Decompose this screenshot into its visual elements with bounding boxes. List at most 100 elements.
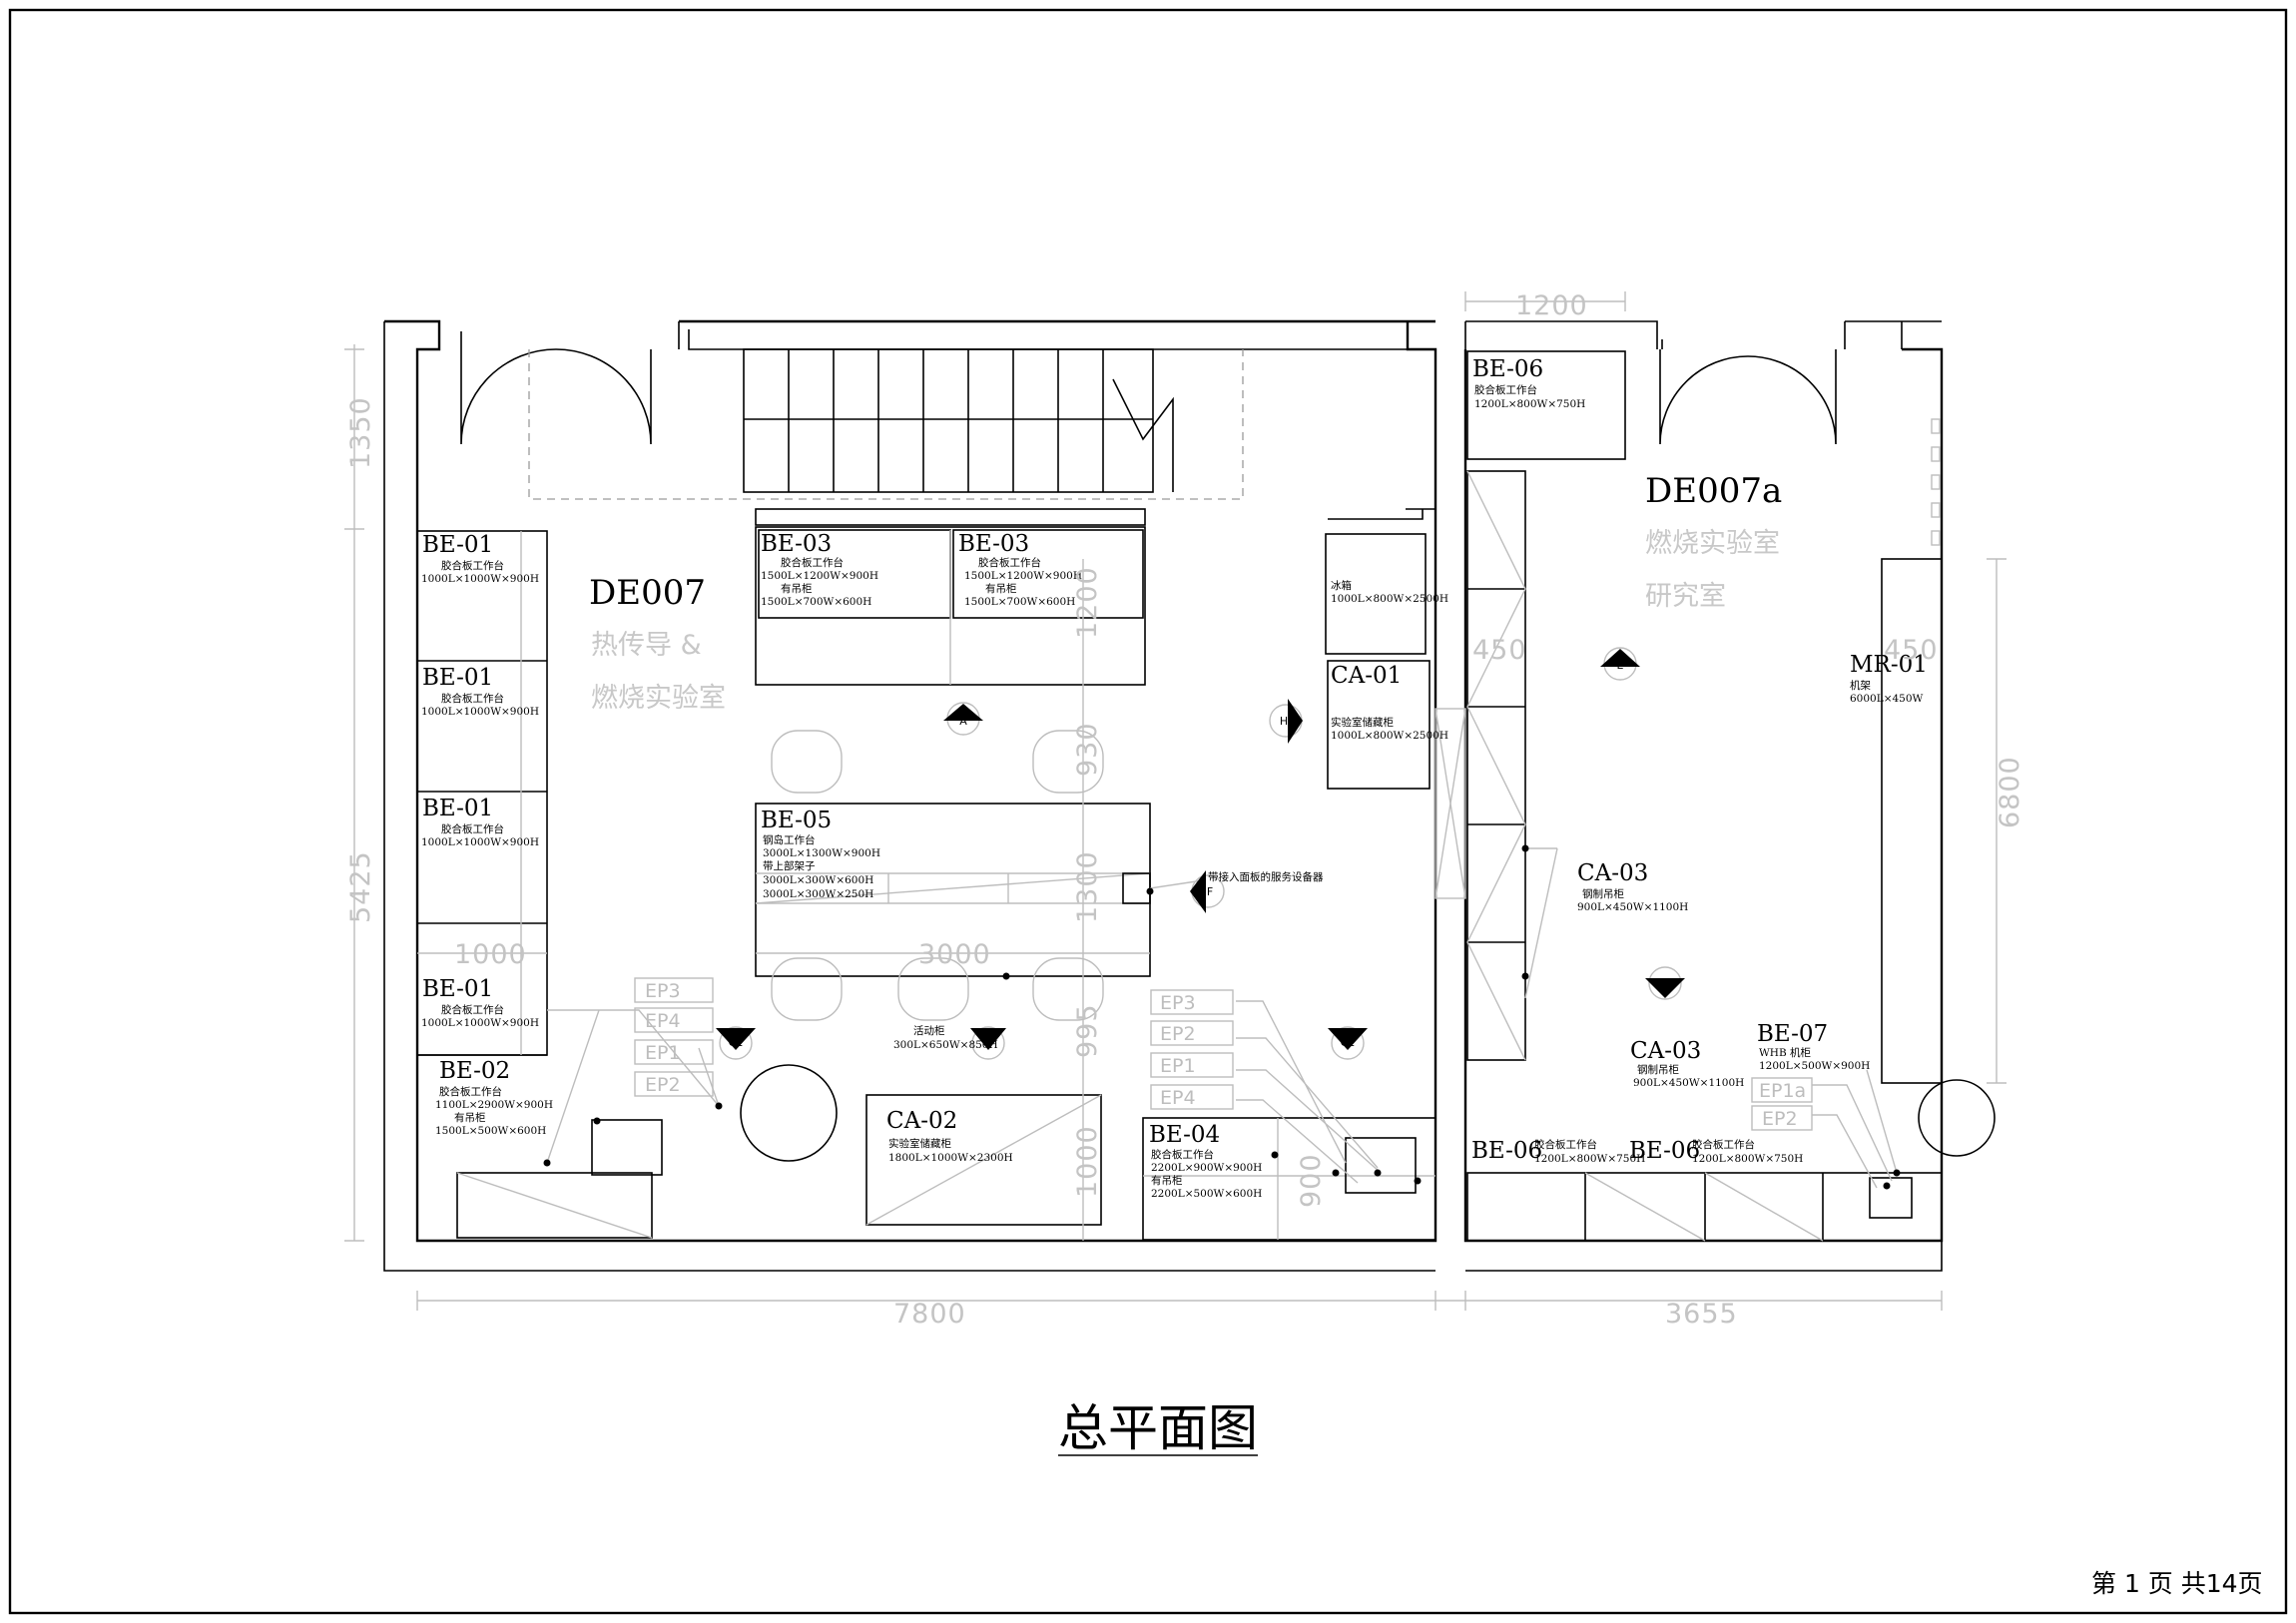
dimension-label: 1200 — [1515, 290, 1588, 321]
svg-text:EP3: EP3 — [1160, 992, 1196, 1014]
equipment-tag: BE-01 — [422, 976, 493, 1002]
equipment-spec: 1200L×800W×750H — [1692, 1153, 1803, 1165]
svg-text:EP1a: EP1a — [1759, 1080, 1806, 1102]
equipment-desc: 胶合板工作台 — [439, 1085, 502, 1098]
svg-text:EP1: EP1 — [645, 1042, 681, 1064]
chairs — [740, 730, 1104, 1162]
dimension-label: 1350 — [345, 396, 376, 469]
leader-lines — [546, 847, 1898, 1189]
equipment-tag: BE-01 — [422, 532, 493, 558]
room-code-de007a: DE007a — [1645, 471, 1782, 511]
service-note: 带接入面板的服务设备器 — [1208, 870, 1324, 883]
room-name-line: 研究室 — [1645, 581, 1726, 612]
equipment-desc: 胶合板工作台 — [781, 556, 844, 569]
right-room-furniture — [1466, 350, 1996, 1242]
dimension-label: 1200 — [1072, 566, 1103, 639]
svg-text:G: G — [984, 1036, 993, 1049]
equipment-spec: 1500L×1200W×900H — [761, 570, 878, 582]
equipment-desc: 胶合板工作台 — [978, 556, 1041, 569]
equipment-spec: 1500L×1200W×900H — [964, 570, 1082, 582]
svg-text:C1: C1 — [729, 1036, 744, 1049]
equipment-desc: 胶合板工作台 — [1474, 383, 1537, 396]
dimension-label: 3655 — [1665, 1299, 1738, 1330]
svg-text:EP4: EP4 — [645, 1010, 681, 1032]
equipment-spec: 1800L×1000W×2300H — [888, 1152, 1013, 1164]
dimension-label: 450 — [1472, 635, 1527, 666]
room-name-line: 热传导 & — [591, 630, 702, 661]
dimension-label: 995 — [1072, 1003, 1103, 1058]
view-marker-d: D — [1645, 966, 1685, 1000]
svg-text:H: H — [1280, 715, 1288, 728]
equipment-desc: 实验室储藏柜 — [888, 1137, 951, 1150]
svg-text:A: A — [959, 715, 967, 728]
equipment-tag: BE-03 — [958, 531, 1029, 557]
equipment-desc: 钢岛工作台 — [763, 833, 816, 846]
dimension-label: 900 — [1296, 1153, 1327, 1208]
view-marker-e: E — [1600, 647, 1640, 681]
ep-group-right: EP1a EP2 — [1751, 1077, 1813, 1131]
sheet-border — [8, 8, 2288, 1615]
equipment-spec: 1200L×800W×750H — [1474, 398, 1585, 410]
svg-text:EP2: EP2 — [1762, 1108, 1798, 1130]
equipment-spec: 1500L×700W×600H — [761, 596, 871, 608]
equipment-spec: 1500L×500W×600H — [435, 1125, 546, 1137]
equipment-desc: 机架 — [1850, 679, 1872, 692]
equipment-spec: 1000L×1000W×900H — [421, 573, 539, 585]
equipment-spec: 1000L×1000W×900H — [421, 836, 539, 848]
equipment-desc: WHB 机柜 — [1759, 1046, 1811, 1059]
equipment-spec: 900L×450W×1100H — [1633, 1077, 1744, 1089]
equipment-desc: 有吊柜 — [454, 1111, 486, 1124]
connection-points — [543, 844, 1901, 1190]
dimension-label: 6800 — [1995, 756, 2025, 828]
equipment-desc: 胶合板工作台 — [1692, 1138, 1755, 1151]
svg-text:EP4: EP4 — [1160, 1087, 1196, 1109]
mobile-cabinet-label: 活动柜 — [913, 1024, 945, 1037]
left-benches — [416, 530, 653, 1239]
equipment-spec: 3000L×300W×600H — [763, 874, 873, 886]
view-marker-f: F — [1190, 870, 1225, 913]
equipment-spec: 900L×450W×1100H — [1577, 901, 1688, 913]
equipment-tag: CA-03 — [1630, 1038, 1701, 1064]
fridge-label: 冰箱 — [1331, 579, 1352, 592]
equipment-tag: MR-01 — [1850, 652, 1928, 678]
equipment-desc: 胶合板工作台 — [1151, 1148, 1214, 1161]
svg-text:F: F — [1207, 885, 1213, 898]
dimension-label: 450 — [1884, 635, 1939, 666]
mobile-cabinet-spec: 300L×650W×850H — [893, 1039, 998, 1051]
equipment-tag: BE-02 — [439, 1058, 510, 1084]
view-markers: A H F G C1 C2 E D — [716, 647, 1685, 1060]
equipment-spec: 2200L×900W×900H — [1151, 1162, 1262, 1174]
dimension-label: 1300 — [1072, 850, 1103, 923]
equipment-desc: 胶合板工作台 — [1534, 1138, 1597, 1151]
dimension-label: 1000 — [1072, 1125, 1103, 1198]
fridge-and-ca01 — [1325, 508, 1466, 899]
equipment-desc: 胶合板工作台 — [441, 1003, 504, 1016]
ep-group-middle: EP3 EP2 EP1 EP4 — [1150, 989, 1234, 1110]
dimension-label: 1000 — [454, 939, 527, 970]
equipment-desc: 有吊柜 — [781, 582, 813, 595]
equipment-desc: 胶合板工作台 — [441, 692, 504, 705]
ep-group-left: EP3 EP4 EP1 EP2 — [634, 977, 714, 1097]
svg-text:E: E — [1617, 659, 1624, 672]
equipment-tag: BE-01 — [422, 665, 493, 691]
dimension-label: 930 — [1072, 722, 1103, 777]
svg-text:EP2: EP2 — [645, 1074, 681, 1096]
dimension-label: 5425 — [345, 850, 376, 923]
room-code-de007: DE007 — [589, 573, 706, 613]
room-name-line: 燃烧实验室 — [591, 683, 726, 714]
doors — [460, 348, 1837, 445]
equipment-tag: BE-06 — [1629, 1138, 1700, 1164]
equipment-desc: 实验室储藏柜 — [1331, 716, 1394, 729]
page-info: 第 1 页 共14页 — [2091, 1569, 2263, 1598]
equipment-spec: 6000L×450W — [1850, 693, 1924, 705]
equipment-spec: 1100L×2900W×900H — [435, 1099, 553, 1111]
equipment-spec: 1500L×700W×600H — [964, 596, 1075, 608]
view-marker-g: G — [970, 1026, 1006, 1060]
dimension-lines — [344, 291, 2007, 1311]
equipment-tag: BE-06 — [1471, 1138, 1542, 1164]
svg-text:EP2: EP2 — [1160, 1023, 1196, 1045]
equipment-tag: CA-03 — [1577, 860, 1648, 886]
view-marker-c2: C2 — [1328, 1026, 1368, 1060]
svg-text:EP3: EP3 — [645, 980, 681, 1002]
